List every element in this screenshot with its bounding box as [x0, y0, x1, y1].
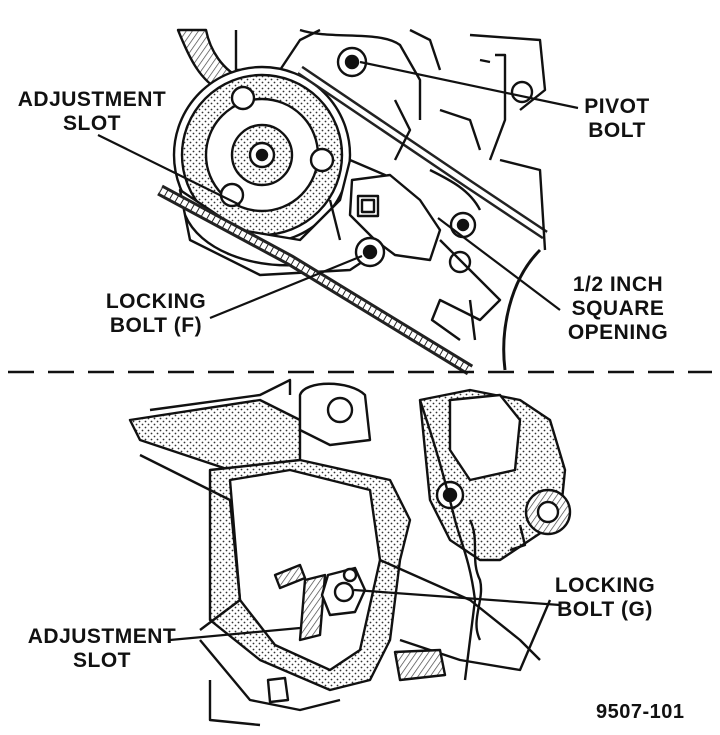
label-locking-bolt-g: LOCKING BOLT (G): [550, 574, 660, 622]
label-adjustment-slot-bottom: ADJUSTMENT SLOT: [22, 625, 182, 673]
label-line: BOLT (F): [109, 314, 203, 337]
leader-locking-bolt-g: [353, 588, 561, 607]
label-adjustment-slot-top: ADJUSTMENT SLOT: [12, 88, 172, 136]
bottom-view-drawing: [128, 378, 572, 727]
label-line: OPENING: [567, 321, 669, 344]
label-line: LOCKING: [554, 574, 656, 597]
label-line: 1/2 INCH: [572, 273, 664, 296]
label-locking-bolt-f: LOCKING BOLT (F): [96, 290, 216, 338]
label-line: LOCKING: [105, 290, 207, 313]
label-line: ADJUSTMENT: [27, 625, 177, 648]
leader-adjustment-slot-top: [97, 134, 241, 206]
label-square-opening: 1/2 INCH SQUARE OPENING: [556, 273, 680, 345]
label-line: SLOT: [73, 649, 131, 672]
label-line: SLOT: [63, 112, 121, 135]
leader-pivot-bolt: [359, 60, 579, 110]
bottom-leader-lines: [169, 588, 561, 642]
label-pivot-bolt: PIVOT BOLT: [572, 95, 662, 143]
top-view-drawing: [157, 28, 548, 376]
top-leader-lines: [97, 60, 579, 320]
label-line: SQUARE: [571, 297, 665, 320]
label-line: PIVOT: [584, 95, 650, 118]
label-line: ADJUSTMENT: [17, 88, 167, 111]
label-line: BOLT: [588, 119, 646, 142]
leader-adjustment-slot-bottom: [169, 626, 301, 642]
leader-locking-bolt-f: [209, 254, 363, 320]
leader-square-opening: [437, 217, 561, 311]
label-line: BOLT (G): [557, 598, 653, 621]
figure-number: 9507-101: [596, 701, 685, 723]
